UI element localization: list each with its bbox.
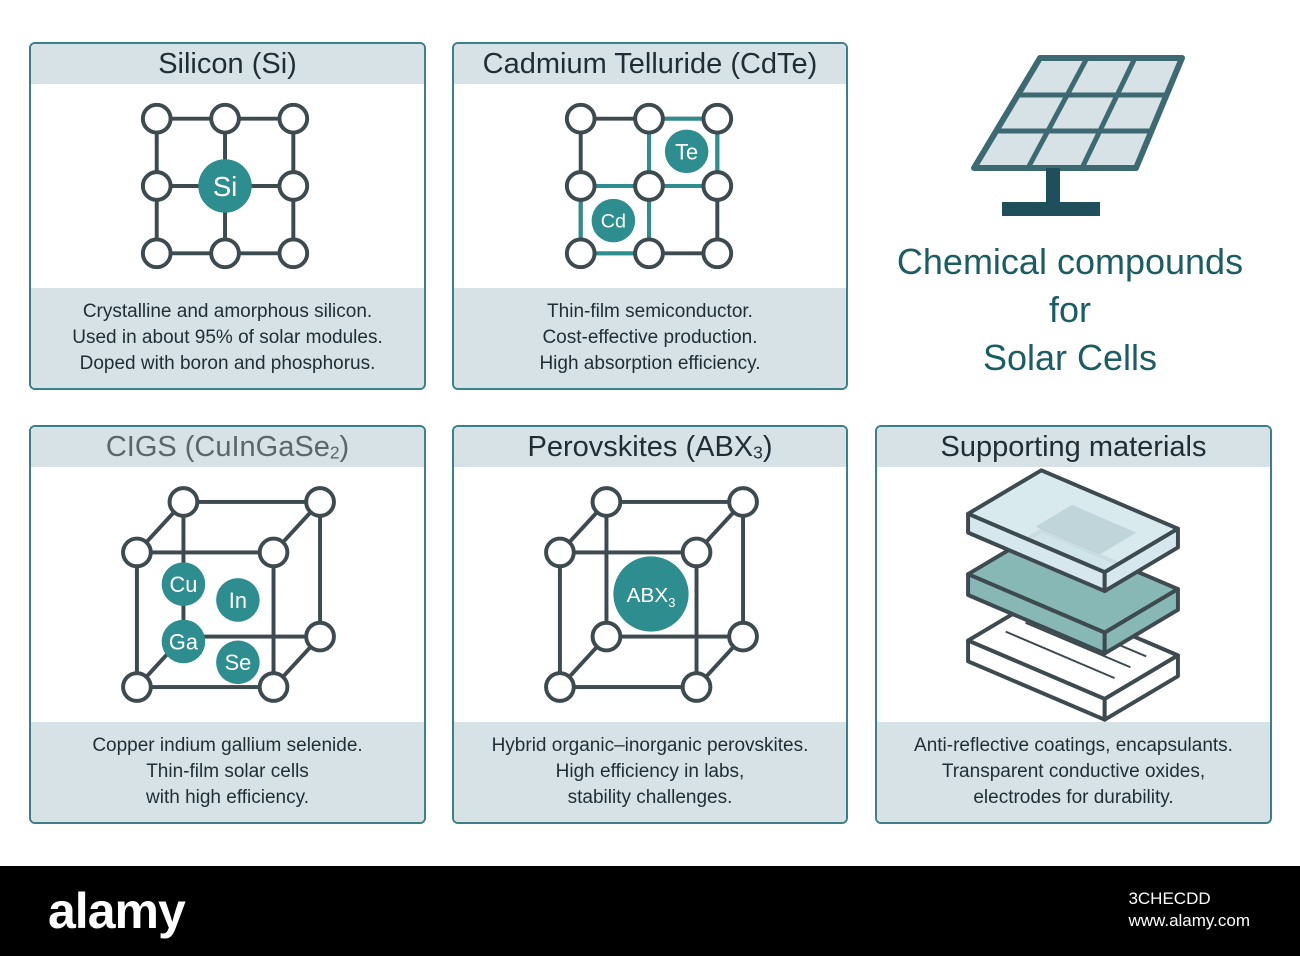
- title-text: CIGS (CuInGaSe: [105, 431, 330, 463]
- in-atom: [216, 578, 260, 622]
- lattice-node: [590, 486, 623, 518]
- card-title: CIGS (CuInGaSe2): [31, 427, 424, 467]
- description-line: Thin-film semiconductor.: [547, 301, 753, 322]
- si-atom-label: Si: [213, 171, 238, 202]
- headline-line: Chemical compounds: [896, 241, 1244, 282]
- lattice-node: [121, 671, 153, 703]
- cd-atom-label: Cd: [601, 211, 626, 233]
- card-description: Anti-reflective coatings, encapsulants. …: [877, 722, 1270, 822]
- title-text: ): [339, 431, 350, 463]
- lattice-node: [277, 237, 310, 270]
- card-title: Silicon (Si): [31, 44, 424, 84]
- lattice-node: [209, 102, 241, 135]
- card-description: Thin-film semiconductor. Cost-effective …: [454, 288, 846, 388]
- lattice-node: [121, 536, 153, 569]
- card-title: Supporting materials: [877, 427, 1270, 467]
- lattice-node: [209, 237, 241, 270]
- cd-atom: [591, 198, 636, 243]
- alamy-logo: alamy: [48, 883, 186, 939]
- card-description: Copper indium gallium selenide. Thin-fil…: [31, 722, 424, 822]
- lattice-node: [680, 536, 713, 569]
- title-subscript: 3: [753, 442, 763, 463]
- description-line: High efficiency in labs,: [555, 761, 745, 782]
- cu-atom-label: Cu: [170, 572, 198, 597]
- card-description: Hybrid organic–inorganic perovskites. Hi…: [454, 722, 846, 822]
- description-line: Thin-film solar cells: [146, 761, 309, 782]
- solar-panel-icon: [960, 50, 1200, 225]
- lattice-node: [544, 536, 576, 569]
- title-text: ): [762, 431, 773, 463]
- lattice-node: [140, 237, 173, 270]
- lattice-node: [633, 102, 665, 135]
- description-line: electrodes for durability.: [973, 787, 1174, 808]
- lattice-node: [633, 237, 665, 270]
- te-atom-label: Te: [675, 139, 698, 164]
- abx3-atom: [613, 556, 689, 632]
- description-line: Doped with boron and phosphorus.: [79, 353, 376, 374]
- perovskite-cube-diagram: ABX3: [454, 467, 846, 722]
- headline-line: for: [1048, 289, 1091, 330]
- lattice-node: [564, 237, 597, 270]
- card-description: Crystalline and amorphous silicon. Used …: [31, 288, 424, 388]
- description-line: Cost-effective production.: [542, 327, 758, 348]
- description-line: High absorption efficiency.: [539, 353, 761, 374]
- description-line: with high efficiency.: [146, 787, 309, 808]
- card-silicon: Silicon (Si) Si: [29, 42, 426, 390]
- cigs-cube-diagram: Cu In Ga Se: [31, 467, 424, 722]
- lattice-node: [167, 486, 200, 518]
- layered-materials-icon: [877, 467, 1270, 722]
- cdte-lattice-diagram: Te Cd: [454, 84, 846, 288]
- site-url: www.alamy.com: [1128, 911, 1250, 930]
- lattice-node: [727, 486, 759, 518]
- description-line: Transparent conductive oxides,: [941, 761, 1206, 782]
- description-line: Hybrid organic–inorganic perovskites.: [491, 735, 809, 756]
- card-title: Perovskites (ABX3): [454, 427, 846, 467]
- lattice-node: [701, 237, 734, 270]
- card-perovskites: Perovskites (ABX3) ABX3: [452, 425, 848, 824]
- cu-atom: [161, 562, 206, 606]
- abx3-atom-label: ABX3: [627, 584, 676, 610]
- se-atom-label: Se: [225, 650, 252, 675]
- lattice-node: [701, 102, 734, 135]
- lattice-node: [277, 102, 310, 135]
- lattice-node: [257, 671, 290, 703]
- card-cdte: Cadmium Telluride (CdTe): [452, 42, 848, 390]
- image-reference: 3CHECDD www.alamy.com: [1128, 888, 1250, 932]
- description-line: Used in about 95% of solar modules.: [72, 327, 383, 348]
- lattice-node: [544, 671, 576, 703]
- lattice-node: [680, 671, 713, 703]
- te-atom: [664, 129, 709, 174]
- lattice-node: [633, 170, 665, 202]
- footer-bar: alamy 3CHECDD www.alamy.com: [0, 866, 1300, 956]
- lattice-node: [590, 620, 623, 653]
- lattice-node: [140, 102, 173, 135]
- ga-atom-label: Ga: [169, 629, 199, 654]
- title-subscript: 2: [329, 442, 340, 463]
- lattice-node: [701, 170, 734, 202]
- lattice-node: [277, 170, 310, 202]
- title-text: Perovskites (ABX: [527, 431, 754, 463]
- in-atom-label: In: [229, 588, 247, 613]
- lattice-node: [564, 170, 597, 202]
- description-line: Copper indium gallium selenide.: [92, 735, 363, 756]
- silicon-lattice-diagram: Si: [31, 84, 424, 288]
- headline: Chemical compounds for Solar Cells: [860, 238, 1280, 382]
- card-title: Cadmium Telluride (CdTe): [454, 44, 846, 84]
- description-line: stability challenges.: [567, 787, 733, 808]
- lattice-node: [304, 486, 336, 518]
- lattice-node: [727, 620, 759, 653]
- lattice-node: [304, 620, 336, 653]
- description-line: Anti-reflective coatings, encapsulants.: [914, 735, 1233, 756]
- lattice-node: [564, 102, 597, 135]
- card-cigs: CIGS (CuInGaSe2): [29, 425, 426, 824]
- lattice-node: [257, 536, 290, 569]
- se-atom: [216, 640, 260, 685]
- headline-line: Solar Cells: [982, 337, 1158, 378]
- lattice-node: [140, 170, 173, 202]
- card-supporting-materials: Supporting materials Anti-reflective coa…: [875, 425, 1272, 824]
- si-atom: [198, 159, 252, 213]
- ga-atom: [161, 619, 206, 664]
- image-id: 3CHECDD: [1128, 889, 1211, 908]
- description-line: Crystalline and amorphous silicon.: [82, 301, 373, 322]
